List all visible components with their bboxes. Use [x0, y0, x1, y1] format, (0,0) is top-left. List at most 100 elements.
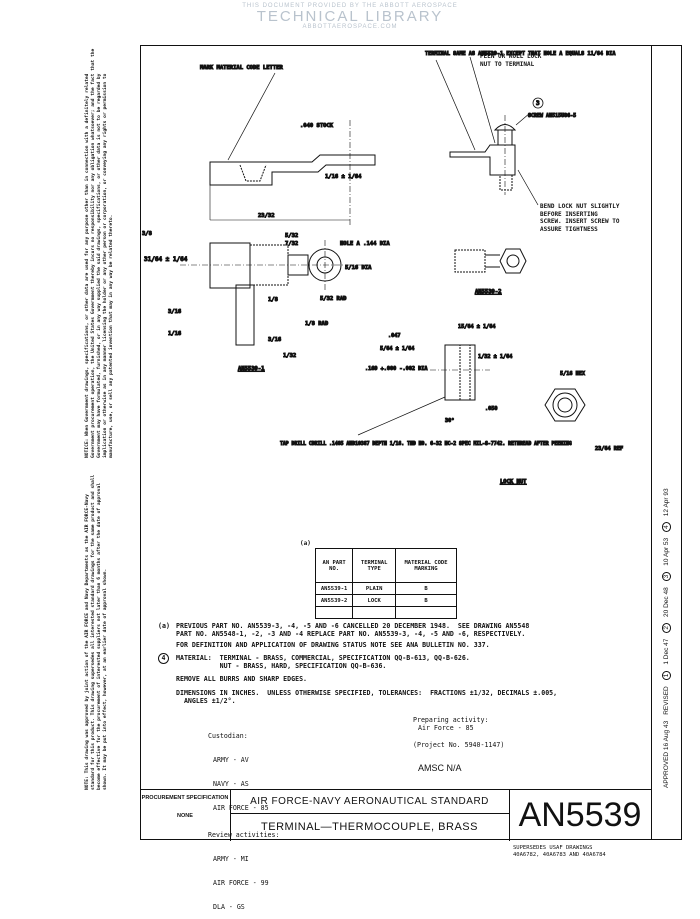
revision-date: 1 Dec 47	[663, 638, 670, 665]
preparing-activity: Air Force - 85	[418, 724, 474, 732]
cell-type: LOCK	[352, 594, 397, 607]
revision-date: 10 Apr 53	[663, 537, 670, 566]
an5539-1-caption: AN5539-1	[238, 366, 265, 372]
dim-3-8: 3/8	[142, 231, 152, 237]
revision-number: 2	[662, 622, 671, 633]
header-code-marking: MATERIAL CODE MARKING	[395, 548, 457, 583]
government-notice: NOTICE: When Government drawings, specif…	[85, 48, 114, 458]
reviewer-item: DLA - GS	[213, 903, 245, 911]
revision-number: 3	[662, 571, 671, 582]
cell-marking: B	[395, 582, 457, 595]
title-block: PROCUREMENT SPECIFICATION NONE AIR FORCE…	[140, 789, 652, 841]
note-a-line2: PART NO. AN5548-1, -2, -3 AND -4 REPLACE…	[176, 630, 526, 638]
dim-1-8-rad: 1/8 RAD	[305, 321, 329, 327]
revised-label: REVISED	[663, 686, 670, 715]
cell-type: PLAIN	[352, 582, 397, 595]
dim-1-32: 1/32	[283, 353, 296, 359]
supersedes-line1: SUPERSEDES USAF DRAWINGS	[513, 845, 593, 851]
dim-23-32: 23/32	[258, 213, 275, 219]
note-dims-line1: DIMENSIONS IN INCHES. UNLESS OTHERWISE S…	[176, 689, 558, 697]
dim-169-dia: .169 +.000 -.002 DIA	[365, 366, 428, 372]
preparing-label: Preparing activity:	[413, 716, 489, 724]
dim-5-16-hex: 5/16 HEX	[560, 371, 586, 377]
project-number: (Project No. 5940-1147)	[413, 741, 505, 749]
procurement-value: NONE	[177, 813, 193, 819]
lock-nut-caption: LOCK NUT	[500, 479, 527, 485]
watermark-url: ABBOTTAEROSPACE.COM	[302, 24, 398, 30]
custodian-item: ARMY - AV	[213, 756, 249, 764]
dim-3-16-b: 3/16	[268, 337, 282, 343]
cell-part: AN5539-2	[314, 594, 354, 607]
cell-marking	[395, 606, 457, 619]
note-a-line1: PREVIOUS PART NO. AN5539-3, -4, -5 AND -…	[176, 622, 530, 630]
an5539-2-caption: AN5539-2	[475, 289, 502, 295]
note-definition: FOR DEFINITION AND APPLICATION OF DRAWIN…	[176, 641, 490, 649]
bend-lock-nut-note: BEND LOCK NUT SLIGHTLY BEFORE INSERTING …	[540, 203, 620, 233]
an5539-2-plan-view	[454, 248, 527, 274]
drawing-frame	[140, 45, 652, 840]
dim-7-32: 7/32	[285, 241, 298, 247]
stock-dimension: .040 STOCK	[300, 123, 334, 129]
table-row: AN5539-1 PLAIN B	[314, 582, 457, 595]
amsc-code: AMSC N/A	[418, 763, 462, 773]
table-row: AN5539-2 LOCK B	[314, 594, 457, 607]
custodian-label: Custodian:	[208, 732, 248, 740]
hole-a-note: HOLE A .144 DIA	[340, 241, 390, 247]
material-callout: 4	[158, 653, 169, 664]
technical-drawing: MARK MATERIAL CODE LETTER .040 STOCK 1/1…	[142, 51, 624, 486]
standard-heading: AIR FORCE-NAVY AERONAUTICAL STANDARD	[230, 790, 510, 814]
dim-31-64: 31/64 ± 1/64	[144, 256, 188, 263]
dim-5-32-rad: 5/32 RAD	[320, 296, 347, 302]
custodian-item: NAVY - AS	[213, 780, 249, 788]
dim-15-64: 15/64 ± 1/64	[458, 324, 495, 330]
cell-part	[314, 606, 354, 619]
callout-3: 3	[536, 100, 540, 107]
an5539-1-plan-view	[180, 240, 370, 346]
revision-strip: APPROVED 16 Aug 43 REVISED 1 1 Dec 47 2 …	[662, 428, 671, 788]
header-part-no: AN PART NO.	[314, 548, 354, 583]
revision-number: 4	[662, 522, 671, 532]
cell-marking: B	[395, 594, 457, 607]
revision-date: 20 Dec 48	[663, 587, 670, 617]
mark-material-note: MARK MATERIAL CODE LETTER	[200, 65, 283, 71]
tap-drill-note: TAP DRILL CDRILL .1405 AND10387 DEPTH 1/…	[280, 441, 572, 447]
peen-note: PEEN OR ROLL LOCK NUT TO TERMINAL	[480, 53, 542, 68]
cell-type	[352, 606, 397, 619]
table-marker: (a)	[300, 540, 311, 547]
dim-5-16-dia: 5/16 DIA	[345, 265, 372, 271]
cell-part: AN5539-1	[314, 582, 354, 595]
note-material-line2: NUT - BRASS, HARD, SPECIFICATION QQ-B-63…	[176, 662, 387, 670]
dim-047: .047	[388, 333, 401, 339]
lock-nut-section-view	[357, 344, 490, 436]
dim-1-32-lock: 1/32 ± 1/64	[478, 354, 512, 360]
drawing-number: AN5539	[518, 796, 642, 834]
note-dims-line2: ANGLES ±1/2°.	[176, 697, 236, 705]
custodian-item: AIR FORCE - 85	[213, 804, 269, 812]
table-header-row: AN PART NO. TERMINAL TYPE MATERIAL CODE …	[314, 548, 457, 583]
review-label: Review activities:	[208, 831, 280, 839]
header-terminal-type: TERMINAL TYPE	[352, 548, 397, 583]
parts-table: AN PART NO. TERMINAL TYPE MATERIAL CODE …	[314, 548, 457, 619]
procurement-label: PROCUREMENT SPECIFICATION	[141, 795, 229, 801]
terminal-same-note: TERMINAL SAME AS AN5539-1 EXCEPT THAT HO…	[425, 51, 616, 57]
dim-5-64: 5/64 ± 1/64	[380, 346, 414, 352]
reviewer-item: ARMY - MI	[213, 855, 249, 863]
dim-thickness: 1/16 ± 1/64	[325, 174, 362, 180]
dim-1-16: 1/16	[168, 331, 182, 337]
watermark-line1: THIS DOCUMENT PROVIDED BY THE ABBOTT AER…	[242, 3, 458, 9]
an5539-2-side-view	[435, 56, 539, 206]
reviewer-item: AIR FORCE - 99	[213, 879, 269, 887]
supersedes-line2: 40A6782, 40A6783 AND 40A6784	[513, 852, 606, 858]
dim-5-32: 5/32	[285, 233, 298, 239]
terminal-same-note-text: TERMINAL SAME AS AN5539-1 EXCEPT THAT HO…	[425, 51, 616, 57]
dim-050: .050	[485, 406, 498, 412]
screw-label: SCREW AN515U86-5	[528, 113, 576, 119]
approved-date: APPROVED 16 Aug 43	[663, 720, 670, 788]
note-a-marker: (a)	[158, 622, 170, 630]
watermark-title: TECHNICAL LIBRARY	[256, 8, 444, 25]
dim-30-deg: 30°	[445, 418, 454, 424]
watermark: THIS DOCUMENT PROVIDED BY THE ABBOTT AER…	[200, 0, 500, 30]
note-material-line1: MATERIAL: TERMINAL - BRASS, COMMERCIAL, …	[176, 654, 470, 662]
note-burrs: REMOVE ALL BURRS AND SHARP EDGES.	[176, 675, 308, 683]
lock-nut-end-view	[544, 388, 586, 422]
